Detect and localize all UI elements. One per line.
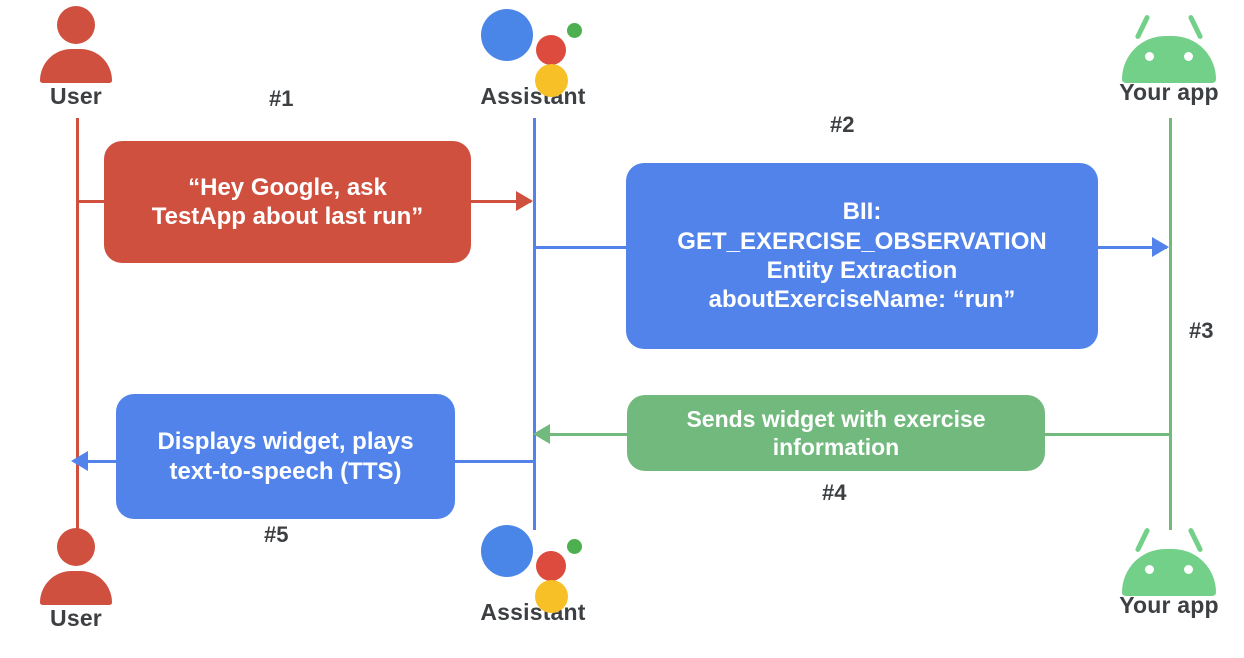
user-query-line-1: “Hey Google, ask bbox=[188, 173, 387, 201]
android-icon-antenna-right bbox=[1187, 14, 1204, 40]
arrowhead-assistant-to-user bbox=[71, 451, 88, 471]
lifeline-your-app bbox=[1169, 118, 1172, 530]
step-number-1: #1 bbox=[269, 86, 294, 111]
actor-assistant-top: Assistant bbox=[458, 2, 608, 108]
bii-intent-line-3: Entity Extraction bbox=[766, 257, 958, 284]
actor-label-your-app-bottom: Your app bbox=[1119, 592, 1219, 618]
arrowhead-assistant-to-app bbox=[1152, 237, 1169, 257]
actor-your-app-bottom: Your app bbox=[1094, 525, 1244, 617]
assistant-icon-red-dot bbox=[536, 35, 566, 65]
android-icon-antenna-left bbox=[1134, 14, 1151, 40]
message-box-bii-intent-text: BII: GET_EXERCISE_OBSERVATION Entity Ext… bbox=[677, 197, 1046, 314]
actor-label-user-bottom: User bbox=[50, 605, 102, 631]
assistant-output-line-1: Displays widget, plays bbox=[157, 428, 414, 456]
android-icon bbox=[1116, 525, 1222, 596]
lifeline-assistant bbox=[533, 118, 536, 530]
actor-assistant-bottom: Assistant bbox=[458, 518, 608, 624]
actor-user-top: User bbox=[1, 6, 151, 108]
message-box-user-query-text: “Hey Google, ask TestApp about last run” bbox=[152, 173, 424, 232]
actor-label-your-app-top: Your app bbox=[1119, 79, 1219, 105]
android-icon-eye-left bbox=[1145, 52, 1154, 61]
google-assistant-icon bbox=[477, 518, 589, 613]
step-number-3: #3 bbox=[1189, 318, 1214, 343]
android-icon-antenna-left bbox=[1134, 527, 1151, 553]
google-assistant-icon bbox=[477, 2, 589, 97]
app-response-line-1: Sends widget with exercise bbox=[686, 405, 986, 432]
assistant-icon-red-dot bbox=[536, 551, 566, 581]
step-number-2: #2 bbox=[830, 112, 855, 137]
message-box-app-response[interactable]: Sends widget with exercise information bbox=[627, 395, 1045, 471]
android-icon-eye-right bbox=[1184, 565, 1193, 574]
user-icon bbox=[33, 528, 119, 605]
app-response-line-2: information bbox=[772, 434, 900, 460]
message-box-assistant-output[interactable]: Displays widget, plays text-to-speech (T… bbox=[116, 394, 455, 519]
actor-label-assistant-bottom: Assistant bbox=[480, 599, 586, 625]
arrowhead-app-to-assistant bbox=[533, 424, 550, 444]
user-icon bbox=[33, 6, 119, 83]
user-icon-body bbox=[40, 571, 112, 605]
actor-your-app-top: Your app bbox=[1094, 12, 1244, 104]
user-query-line-2: TestApp about last run” bbox=[151, 203, 424, 230]
message-box-user-query[interactable]: “Hey Google, ask TestApp about last run” bbox=[104, 141, 471, 263]
message-box-app-response-text: Sends widget with exercise information bbox=[686, 405, 985, 461]
android-icon-eye-left bbox=[1145, 565, 1154, 574]
assistant-output-line-2: text-to-speech (TTS) bbox=[169, 457, 402, 485]
assistant-icon-yellow-dot bbox=[535, 64, 568, 97]
assistant-icon-green-dot bbox=[567, 539, 582, 554]
arrowhead-user-to-assistant bbox=[516, 191, 533, 211]
bii-intent-line-1: BII: bbox=[842, 198, 882, 226]
android-icon-antenna-right bbox=[1187, 527, 1204, 553]
user-icon-head bbox=[57, 528, 95, 566]
step-number-4: #4 bbox=[822, 480, 847, 505]
actor-user-bottom: User bbox=[1, 528, 151, 630]
assistant-icon-blue-dot bbox=[481, 9, 533, 61]
user-icon-body bbox=[40, 49, 112, 83]
android-icon bbox=[1116, 12, 1222, 83]
assistant-icon-yellow-dot bbox=[535, 580, 568, 613]
bii-intent-line-2: GET_EXERCISE_OBSERVATION bbox=[677, 227, 1047, 255]
user-icon-head bbox=[57, 6, 95, 44]
actor-label-assistant-top: Assistant bbox=[480, 83, 586, 109]
actor-label-user-top: User bbox=[50, 83, 102, 109]
android-icon-head bbox=[1122, 36, 1216, 83]
android-icon-eye-right bbox=[1184, 52, 1193, 61]
bii-intent-line-4: aboutExerciseName: “run” bbox=[708, 286, 1016, 314]
assistant-icon-green-dot bbox=[567, 23, 582, 38]
message-box-bii-intent[interactable]: BII: GET_EXERCISE_OBSERVATION Entity Ext… bbox=[626, 163, 1098, 349]
lifeline-user bbox=[76, 118, 79, 530]
assistant-icon-blue-dot bbox=[481, 525, 533, 577]
message-box-assistant-output-text: Displays widget, plays text-to-speech (T… bbox=[157, 427, 413, 486]
step-number-5: #5 bbox=[264, 522, 289, 547]
android-icon-head bbox=[1122, 549, 1216, 596]
